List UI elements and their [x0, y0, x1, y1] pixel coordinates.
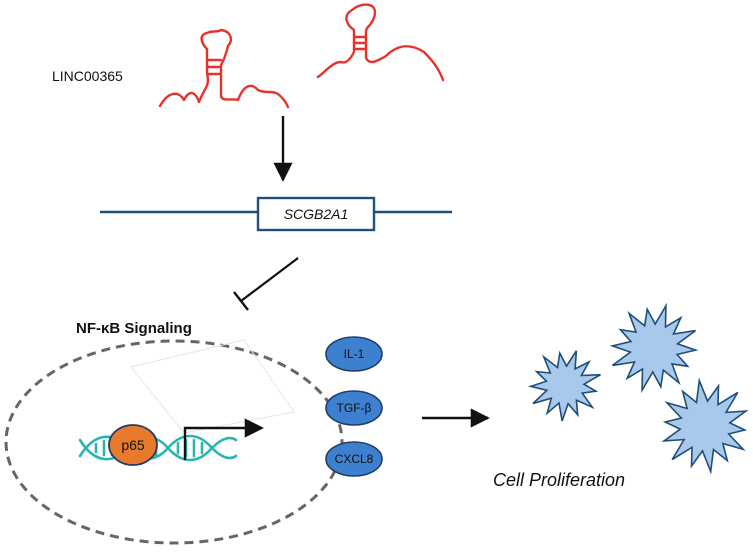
lncrna-label: LINC00365 — [52, 68, 123, 84]
cytokine-label: IL-1 — [344, 347, 365, 361]
transcription-arrow — [183, 418, 264, 460]
cytokine-label: CXCL8 — [335, 452, 374, 466]
p65-oval — [108, 424, 158, 466]
spiky-cell-icon — [527, 350, 601, 422]
rna-hairpin-icon — [158, 28, 290, 109]
gene-box — [256, 196, 376, 232]
spiky-cells — [527, 302, 749, 475]
cytokine-cxcl8: CXCL8 — [325, 441, 383, 477]
pathway-label: NF-κB Signaling — [76, 320, 192, 337]
inhibition-line — [240, 257, 299, 302]
inhibition-bar — [233, 291, 249, 311]
p65-label: p65 — [121, 437, 145, 453]
cytokine-label: TGF-β — [337, 401, 372, 415]
outcome-label: Cell Proliferation — [493, 470, 625, 490]
rna-hairpin-icon — [316, 3, 445, 82]
cytokine-tgfb: TGF-β — [325, 390, 383, 426]
spiky-cell-icon — [661, 377, 749, 475]
cytokine-il1: IL-1 — [325, 336, 383, 372]
gene-label: SCGB2A1 — [284, 206, 349, 222]
nucleus-faint-shape — [130, 339, 295, 434]
spiky-cell-icon — [609, 302, 699, 394]
